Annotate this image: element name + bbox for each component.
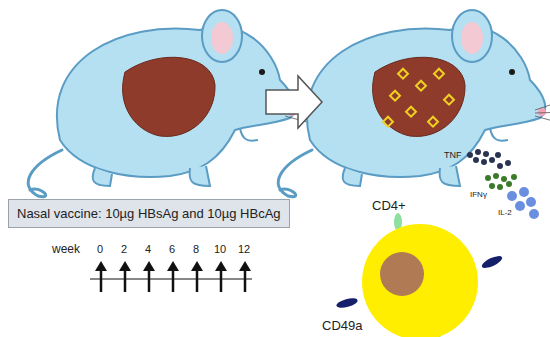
week-number: 10	[214, 243, 226, 255]
week-number: 6	[169, 243, 175, 255]
marker-label: CD4+	[372, 198, 406, 213]
week-number: 0	[97, 243, 103, 255]
cytokine-label: IL-2	[498, 208, 512, 217]
box-text: Nasal vaccine: 10µg HBsAg and 10µg HBcAg	[17, 206, 281, 221]
axis-label: week	[52, 242, 80, 256]
marker-label: CD49a	[322, 318, 362, 333]
transition-arrow	[266, 76, 322, 128]
dose-arrows	[90, 261, 252, 292]
week-number: 8	[193, 243, 199, 255]
week-number: 12	[238, 243, 250, 255]
week-number: 2	[121, 243, 127, 255]
protocol-box: Nasal vaccine: 10µg HBsAg and 10µg HBcAg	[8, 199, 290, 228]
liver-lesions	[383, 69, 454, 127]
cytokine-label: IFNγ	[470, 190, 487, 199]
cytokines	[467, 149, 539, 219]
week-number: 4	[145, 243, 151, 255]
cytokine-label: TNF	[444, 150, 462, 160]
